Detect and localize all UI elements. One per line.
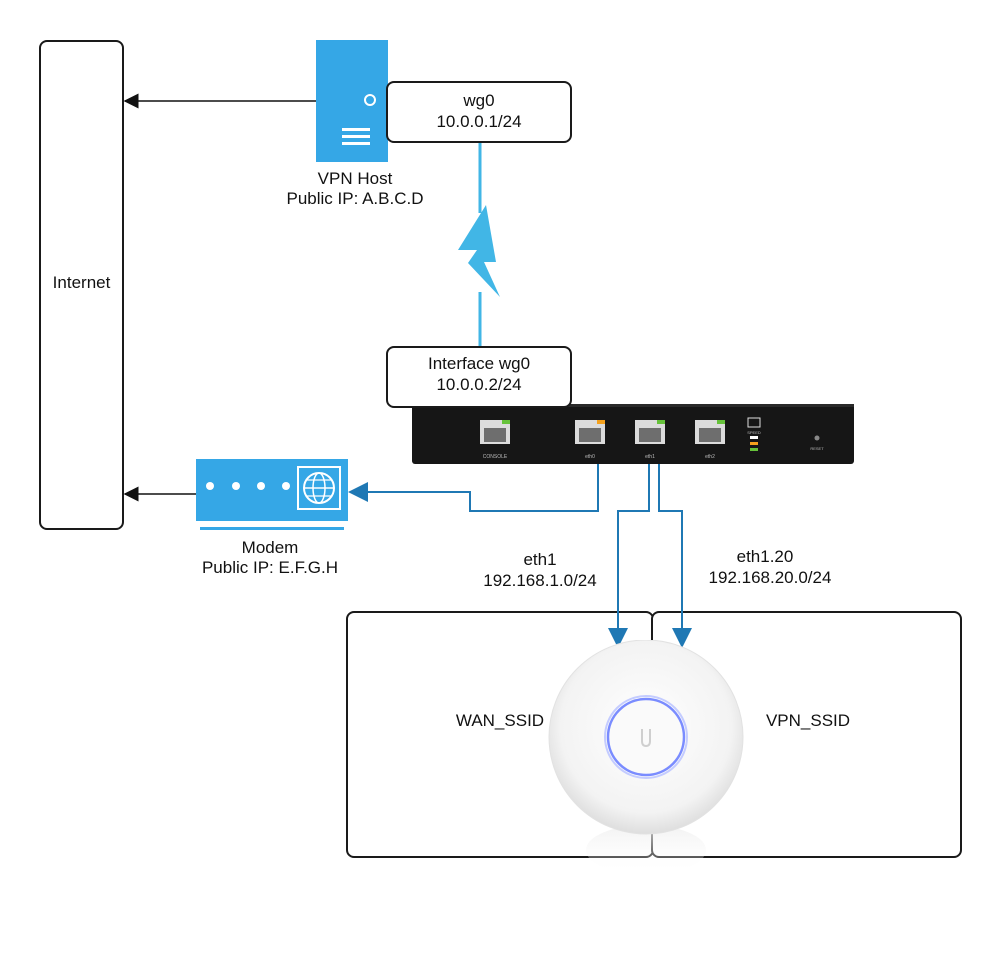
port-label-eth0: eth0 [585,454,595,460]
interface-wg0-ip: 10.0.0.2/24 [436,375,522,394]
eth2-port-icon [695,420,725,444]
wg0-name: wg0 [463,91,495,110]
interface-wg0-name: Interface wg0 [427,354,531,373]
speed-legend-icon [747,417,761,451]
port-label-eth2: eth2 [705,454,715,460]
eth0-to-modem-wire [348,438,599,512]
eth1-20-name: eth1.20 [736,547,794,566]
console-port-icon [480,420,510,444]
eth1-port-icon [635,420,665,444]
port-label-console: CONSOLE [483,454,508,460]
port-label-eth1: eth1 [645,454,655,460]
vpn-host-name: VPN Host [317,169,393,188]
modem-ip: Public IP: E.F.G.H [201,558,339,577]
internet-label: Internet [52,273,111,292]
internet-box [39,40,124,530]
wg0-ip: 10.0.0.1/24 [436,112,522,131]
reset-label: RESET [810,446,824,451]
modem-name: Modem [241,538,299,557]
eth0-port-icon [575,420,605,444]
speed-label: SPEED [747,430,761,435]
access-point-icon [548,640,744,875]
eth1-wire [608,440,650,648]
reset-hole-icon [814,435,820,441]
modem-icon [196,459,348,530]
eth1-20-wire [658,440,692,648]
vpn-ssid-label: VPN_SSID [765,711,851,730]
ubiquiti-logo-icon [641,729,651,748]
lightning-bolt-icon [458,205,500,297]
eth1-subnet: 192.168.1.0/24 [483,571,597,590]
wan-ssid-label: WAN_SSID [455,711,545,730]
globe-icon [297,466,341,510]
vpn-host-ip: Public IP: A.B.C.D [286,189,424,208]
interface-wg0-box [386,346,572,408]
router-device: CONSOLE eth0 eth1 eth2 SPEED RESET [412,404,854,464]
eth1-20-subnet: 192.168.20.0/24 [708,568,832,587]
eth1-name: eth1 [523,550,557,569]
wg0-box [386,81,572,143]
server-icon [316,40,388,162]
